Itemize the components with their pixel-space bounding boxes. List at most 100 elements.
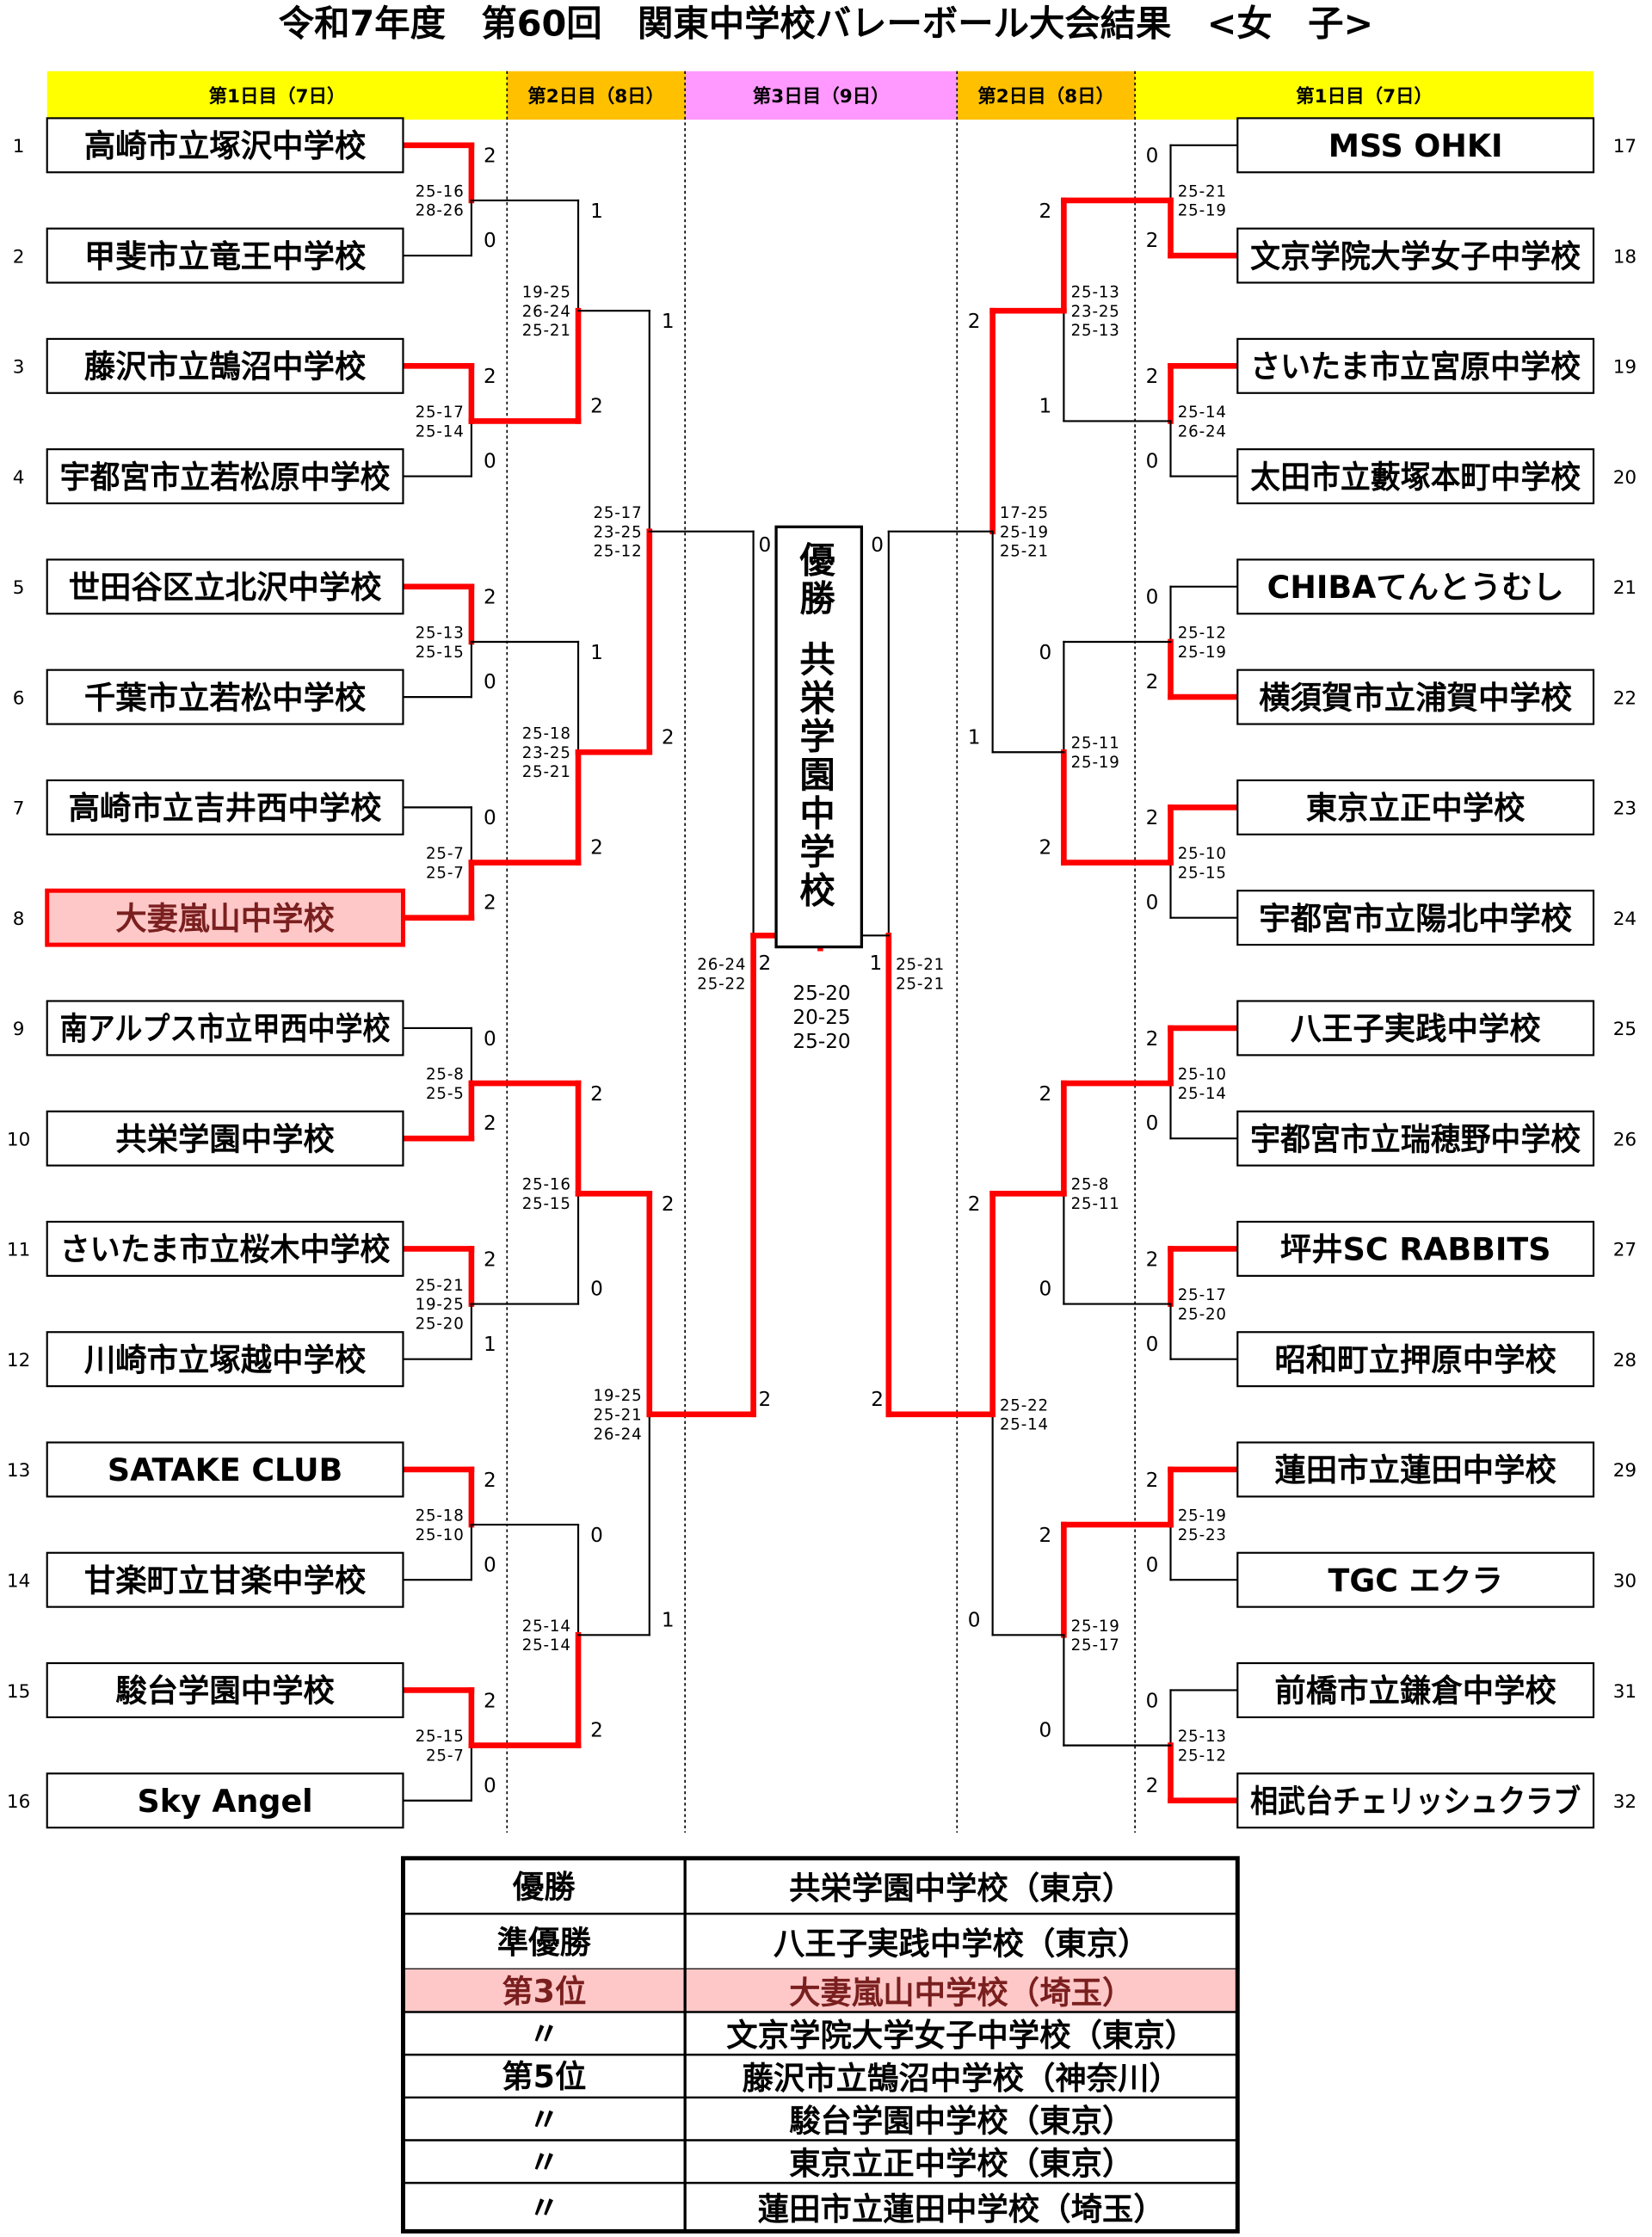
seed-number: 4 bbox=[13, 467, 25, 489]
result-rank: 〃 bbox=[528, 2189, 559, 2226]
seed-number: 19 bbox=[1613, 357, 1637, 379]
match-score: 2 bbox=[1146, 366, 1159, 388]
team-box bbox=[46, 558, 404, 615]
seed-number: 24 bbox=[1613, 909, 1637, 930]
seed-number: 22 bbox=[1613, 687, 1637, 709]
match-score: 2 bbox=[662, 726, 675, 749]
seed-number: 3 bbox=[13, 357, 25, 379]
result-rank: 準優勝 bbox=[497, 1924, 592, 1961]
day-headers: 第1日目（7日）第2日目（8日）第3日目（9日）第2日目（8日）第1日目（7日） bbox=[46, 71, 1594, 1833]
match-score: 1 bbox=[662, 311, 675, 333]
day-header-label: 第2日目（8日） bbox=[977, 85, 1114, 108]
match-score: 1 bbox=[590, 642, 603, 664]
set-score: 25-7 bbox=[426, 1747, 465, 1765]
seed-number: 2 bbox=[13, 246, 25, 268]
team-name: 宇都宮市立陽北中学校 bbox=[1259, 900, 1573, 937]
set-score: 25-23 bbox=[1178, 1526, 1227, 1544]
match-score: 2 bbox=[590, 1720, 603, 1742]
team-name: 駿台学園中学校 bbox=[115, 1673, 335, 1710]
set-score: 25-5 bbox=[426, 1085, 465, 1103]
team-name: 共栄学園中学校 bbox=[115, 1120, 335, 1157]
match-score: 2 bbox=[1039, 1083, 1052, 1106]
set-score: 25-7 bbox=[426, 864, 465, 882]
match-score: 0 bbox=[484, 807, 496, 829]
match-score: 2 bbox=[1146, 1028, 1159, 1051]
seed-number: 12 bbox=[7, 1350, 30, 1371]
match-score: 2 bbox=[590, 396, 603, 418]
match-score: 2 bbox=[484, 1248, 496, 1271]
result-rank: 〃 bbox=[528, 2016, 559, 2053]
set-score: 25-19 bbox=[1071, 754, 1120, 772]
set-score: 19-25 bbox=[594, 1387, 643, 1405]
team-box bbox=[1236, 1441, 1595, 1498]
match-score: 2 bbox=[590, 837, 603, 860]
seed-number: 32 bbox=[1613, 1791, 1637, 1813]
set-score: 25-21 bbox=[522, 322, 571, 340]
match-score: 0 bbox=[1039, 642, 1052, 664]
seed-number: 17 bbox=[1613, 136, 1637, 157]
set-score: 26-24 bbox=[697, 956, 746, 974]
result-rank: 第3位 bbox=[502, 1973, 586, 2010]
match-score: 0 bbox=[484, 451, 496, 473]
team-box bbox=[46, 779, 404, 835]
set-score: 25-7 bbox=[426, 845, 465, 863]
match-score: 2 bbox=[1039, 1525, 1052, 1547]
match-score: 2 bbox=[484, 892, 496, 915]
set-score: 25-19 bbox=[1178, 644, 1227, 662]
team-name: 文京学院大学女子中学校 bbox=[1250, 237, 1581, 274]
team-name: 大妻嵐山中学校 bbox=[115, 900, 335, 937]
match-score: 2 bbox=[590, 1083, 603, 1106]
set-score: 23-25 bbox=[1071, 303, 1120, 321]
result-rank: 優勝 bbox=[512, 1868, 576, 1905]
page-title: 令和7年度 第60回 関東中学校バレーボール大会結果 <女 子> bbox=[279, 3, 1373, 44]
team-box bbox=[1236, 1331, 1595, 1388]
match-score: 2 bbox=[1146, 230, 1159, 252]
team-box bbox=[1236, 669, 1595, 725]
match-score: 1 bbox=[662, 1609, 675, 1631]
set-score: 26-24 bbox=[522, 303, 571, 321]
team-name: 甘楽町立甘楽中学校 bbox=[84, 1562, 367, 1599]
set-score: 25-15 bbox=[416, 1728, 465, 1746]
match-score: 1 bbox=[968, 726, 981, 749]
team-box bbox=[1236, 890, 1595, 946]
match-score: 0 bbox=[484, 1554, 496, 1576]
seed-number: 14 bbox=[7, 1570, 30, 1592]
day-header-band bbox=[685, 71, 958, 120]
team-name: Sky Angel bbox=[138, 1783, 313, 1820]
team-box bbox=[46, 1331, 404, 1388]
match-score: 2 bbox=[758, 1389, 771, 1411]
match-score: 0 bbox=[484, 230, 496, 252]
set-score: 25-14 bbox=[522, 1636, 571, 1655]
set-score: 25-19 bbox=[1071, 1618, 1120, 1636]
match-score: 2 bbox=[1039, 837, 1052, 860]
team-name: 前橋市立鎌倉中学校 bbox=[1274, 1673, 1556, 1710]
team-box bbox=[1236, 1000, 1595, 1057]
match-score: 2 bbox=[484, 1690, 496, 1712]
result-team: 藤沢市立鵠沼中学校（神奈川） bbox=[742, 2060, 1180, 2097]
day-header-label: 第1日目（7日） bbox=[209, 85, 346, 108]
set-score: 26-24 bbox=[1178, 422, 1227, 441]
set-score: 17-25 bbox=[1000, 504, 1049, 522]
set-score: 25-22 bbox=[697, 975, 746, 993]
match-score: 1 bbox=[484, 1334, 496, 1356]
result-team: 文京学院大学女子中学校（東京） bbox=[726, 2017, 1196, 2054]
team-box bbox=[1236, 1661, 1595, 1719]
set-score: 25-16 bbox=[522, 1176, 571, 1194]
match-score: 0 bbox=[968, 1609, 981, 1631]
team-box bbox=[46, 117, 404, 174]
team-box bbox=[1236, 117, 1595, 174]
final-score: 1 bbox=[870, 952, 883, 975]
team-name: 高崎市立塚沢中学校 bbox=[84, 127, 367, 164]
set-score: 26-24 bbox=[594, 1426, 643, 1444]
match-score: 2 bbox=[662, 1193, 675, 1216]
team-box bbox=[46, 1000, 404, 1057]
seed-number: 13 bbox=[7, 1460, 30, 1482]
team-name: 南アルプス市立甲西中学校 bbox=[60, 1010, 391, 1047]
team-name: MSS OHKI bbox=[1328, 127, 1503, 164]
seed-number: 6 bbox=[13, 687, 25, 709]
match-score: 2 bbox=[484, 366, 496, 388]
match-score: 0 bbox=[1146, 451, 1159, 473]
seed-number: 10 bbox=[7, 1129, 30, 1150]
set-score: 25-20 bbox=[1178, 1305, 1227, 1323]
